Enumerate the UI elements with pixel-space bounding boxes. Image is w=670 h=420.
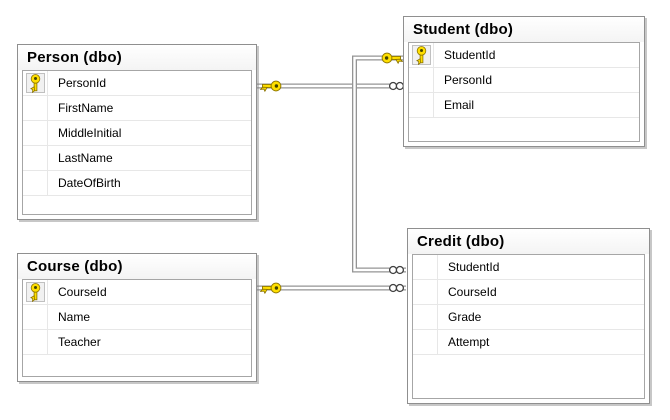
row-selector-cell: [23, 305, 48, 329]
table-person-header[interactable]: Person (dbo): [18, 45, 256, 70]
row-selector-cell: [23, 121, 48, 145]
column-name: Grade: [448, 310, 482, 324]
row-selector-cell: [413, 255, 438, 279]
column-name: StudentId: [448, 260, 500, 274]
column-name: Teacher: [58, 335, 101, 349]
row-selector-cell: [23, 280, 48, 304]
column-name: CourseId: [58, 285, 107, 299]
column-name: LastName: [58, 151, 113, 165]
primary-key-icon: [25, 73, 45, 93]
table-credit-grid: StudentId CourseId Grade Attempt: [412, 254, 645, 399]
table-title: Credit (dbo): [417, 233, 505, 250]
row-selector-cell: [409, 68, 434, 92]
one-end-key-icon: [260, 282, 282, 294]
column-row[interactable]: MiddleInitial: [23, 121, 251, 146]
table-student-header[interactable]: Student (dbo): [404, 17, 644, 42]
column-row[interactable]: LastName: [23, 146, 251, 171]
table-course-grid: CourseId Name Teacher: [22, 279, 252, 377]
relationship-student-credit[interactable]: [352, 55, 407, 273]
column-row[interactable]: Email: [409, 93, 639, 118]
column-row[interactable]: Attempt: [413, 330, 644, 355]
column-name: PersonId: [444, 73, 493, 87]
column-name: Name: [58, 310, 91, 324]
table-student-grid: StudentId PersonId Email: [408, 42, 640, 142]
primary-key-icon: [25, 282, 45, 302]
column-name: Attempt: [448, 335, 490, 349]
row-selector-cell: [413, 305, 438, 329]
one-end-key-icon: [260, 80, 282, 92]
row-selector-cell: [413, 280, 438, 304]
table-course[interactable]: Course (dbo) CourseId Name Teacher: [17, 253, 257, 382]
table-title: Student (dbo): [413, 21, 514, 38]
table-student[interactable]: Student (dbo) StudentId PersonId Email: [403, 16, 645, 147]
column-name: PersonId: [58, 76, 107, 90]
column-name: DateOfBirth: [58, 176, 121, 190]
column-row[interactable]: StudentId: [413, 255, 644, 280]
row-selector-cell: [413, 330, 438, 354]
column-row[interactable]: PersonId: [23, 71, 251, 96]
column-row[interactable]: CourseId: [413, 280, 644, 305]
column-row[interactable]: StudentId: [409, 43, 639, 68]
column-row[interactable]: CourseId: [23, 280, 251, 305]
table-credit[interactable]: Credit (dbo) StudentId CourseId Grade At…: [407, 228, 650, 404]
column-name: MiddleInitial: [58, 126, 122, 140]
row-selector-cell: [23, 171, 48, 195]
row-selector-cell: [23, 71, 48, 95]
column-name: CourseId: [448, 285, 497, 299]
column-name: StudentId: [444, 48, 496, 62]
column-row[interactable]: Teacher: [23, 330, 251, 355]
table-credit-header[interactable]: Credit (dbo): [408, 229, 649, 254]
column-name: Email: [444, 98, 475, 112]
row-selector-cell: [23, 146, 48, 170]
table-course-header[interactable]: Course (dbo): [18, 254, 256, 279]
row-selector-cell: [409, 43, 434, 67]
table-person[interactable]: Person (dbo) PersonId FirstName MiddleIn…: [17, 44, 257, 220]
column-row[interactable]: DateOfBirth: [23, 171, 251, 196]
column-row[interactable]: Name: [23, 305, 251, 330]
row-selector-cell: [23, 96, 48, 120]
row-selector-cell: [23, 330, 48, 354]
table-title: Person (dbo): [27, 49, 122, 66]
column-name: FirstName: [58, 101, 114, 115]
one-end-key-icon: [381, 52, 403, 64]
column-row[interactable]: PersonId: [409, 68, 639, 93]
column-row[interactable]: FirstName: [23, 96, 251, 121]
row-selector-cell: [409, 93, 434, 117]
table-person-grid: PersonId FirstName MiddleInitial LastNam…: [22, 70, 252, 215]
primary-key-icon: [411, 45, 431, 65]
column-row[interactable]: Grade: [413, 305, 644, 330]
table-title: Course (dbo): [27, 258, 123, 275]
